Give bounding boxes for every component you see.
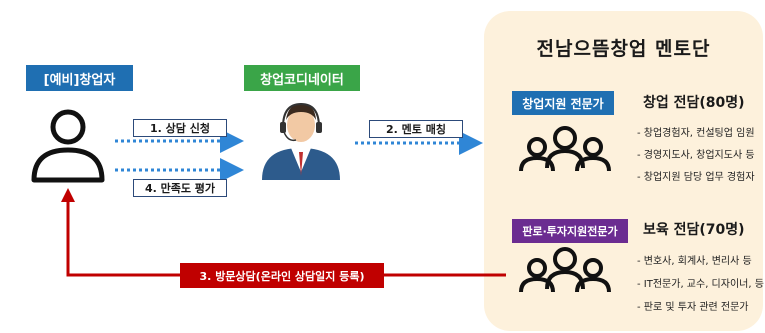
visit-consult-label: 3. 방문상담(온라인 상담일지 등록) — [180, 263, 384, 288]
people-group-icon — [519, 126, 611, 172]
group-count-incubation: 보육 전담(70명) — [643, 222, 745, 238]
group-item: - 변호사, 회계사, 변리사 등 — [637, 256, 752, 267]
panel-title: 전남으뜸창업 멘토단 — [536, 38, 711, 60]
people-group-icon — [519, 247, 611, 293]
group-tag-market-investment: 판로·투자지원전문가 — [512, 219, 628, 243]
group-count-startup: 창업 전담(80명) — [643, 95, 745, 111]
founder-tag: [예비]창업자 — [26, 65, 133, 91]
group-tag-startup: 창업지원 전문가 — [512, 91, 614, 115]
visit-consult-arrow — [61, 188, 506, 277]
coordinator-tag: 창업코디네이터 — [244, 65, 360, 91]
group-item: - IT전문가, 교수, 디자이너, 등 — [637, 279, 764, 290]
consult-request-label: 1. 상담 신청 — [133, 119, 227, 137]
group-item: - 경영지도사, 창업지도사 등 — [637, 150, 755, 161]
mentor-match-label: 2. 멘토 매칭 — [369, 120, 463, 138]
person-outline-icon — [31, 109, 105, 183]
headset-operator-icon — [262, 102, 340, 180]
group-item: - 창업경험자, 컨설팅업 임원 — [637, 128, 755, 139]
satisfaction-label: 4. 만족도 평가 — [133, 179, 227, 197]
group-item: - 판로 및 투자 관련 전문가 — [637, 302, 749, 313]
group-item: - 창업지원 담당 업무 경험자 — [637, 172, 755, 183]
